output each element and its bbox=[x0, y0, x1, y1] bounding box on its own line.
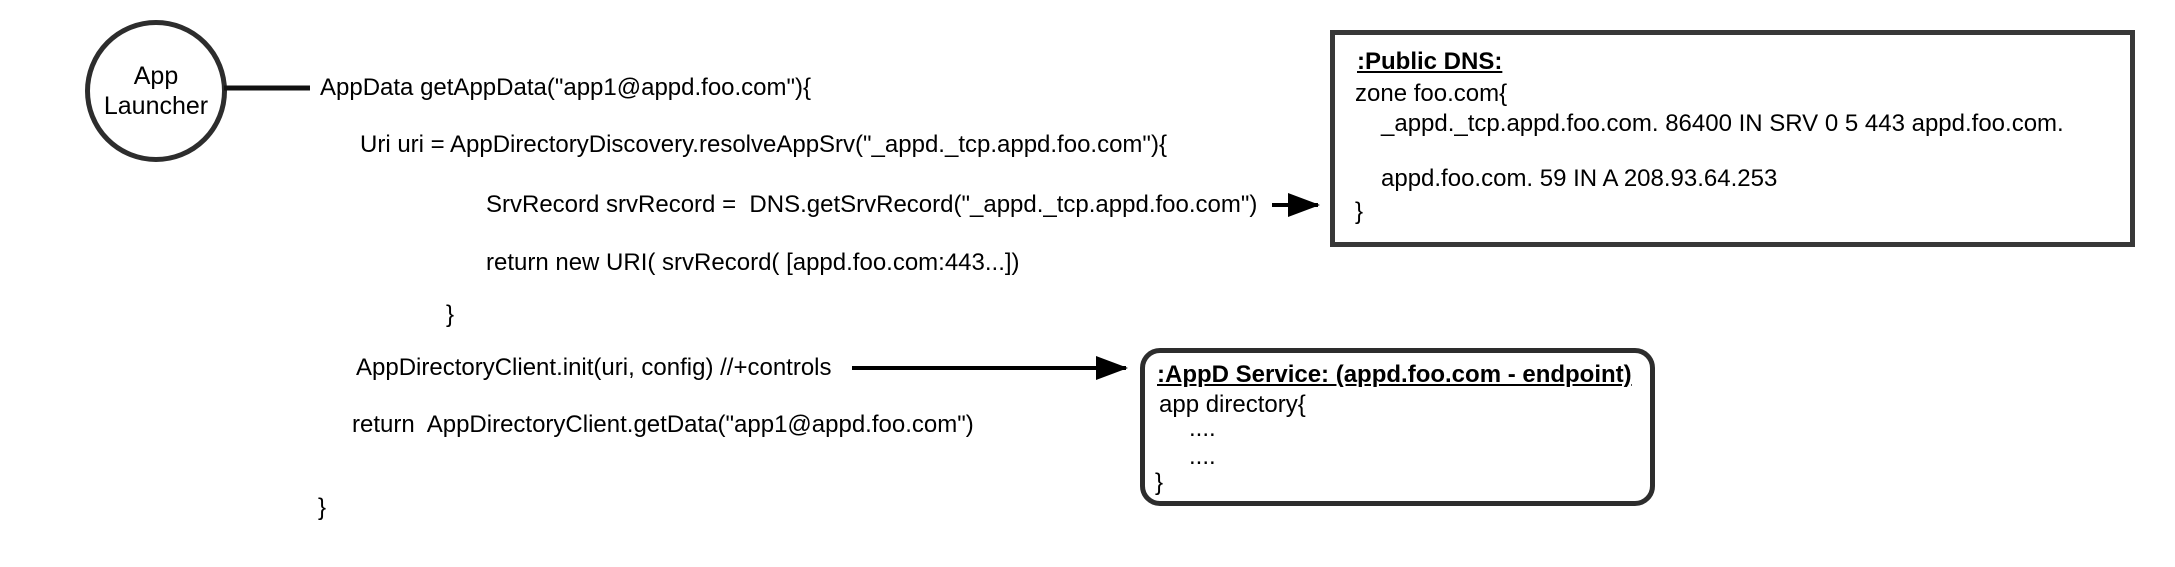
appd-close-brace: } bbox=[1155, 469, 1164, 496]
code-line-resolveappsrv: Uri uri = AppDirectoryDiscovery.resolveA… bbox=[360, 131, 1167, 158]
appd-dots-line-2: .... bbox=[1189, 443, 1216, 470]
code-line-return-new-uri: return new URI( srvRecord( [appd.foo.com… bbox=[486, 249, 1020, 276]
dns-srv-record-line: _appd._tcp.appd.foo.com. 86400 IN SRV 0 … bbox=[1381, 110, 2064, 137]
dns-zone-line: zone foo.com{ bbox=[1355, 80, 1508, 107]
app-launcher-label-line1: App bbox=[133, 62, 179, 90]
code-line-client-init: AppDirectoryClient.init(uri, config) //+… bbox=[356, 354, 832, 381]
code-line-return-getdata: return AppDirectoryClient.getData("app1@… bbox=[352, 411, 974, 438]
appd-service-box: :AppD Service: (appd.foo.com - endpoint)… bbox=[1140, 348, 1655, 506]
code-line-getappdata: AppData getAppData("app1@appd.foo.com"){ bbox=[320, 74, 812, 101]
appd-dots-line-1: .... bbox=[1189, 415, 1216, 442]
public-dns-title: :Public DNS: bbox=[1357, 48, 1503, 75]
app-launcher-label-line2: Launcher bbox=[103, 92, 209, 120]
dns-a-record-line: appd.foo.com. 59 IN A 208.93.64.253 bbox=[1381, 165, 1778, 192]
app-launcher-node: App Launcher bbox=[85, 20, 227, 162]
appd-service-title: :AppD Service: (appd.foo.com - endpoint) bbox=[1157, 361, 1632, 388]
dns-close-brace: } bbox=[1355, 198, 1364, 225]
public-dns-box: :Public DNS: zone foo.com{ _appd._tcp.ap… bbox=[1330, 30, 2135, 247]
code-line-getsrvrecord: SrvRecord srvRecord = DNS.getSrvRecord("… bbox=[486, 191, 1258, 218]
code-line-outer-close-brace: } bbox=[318, 494, 327, 521]
code-line-inner-close-brace: } bbox=[446, 301, 455, 328]
appd-directory-line: app directory{ bbox=[1159, 391, 1306, 418]
